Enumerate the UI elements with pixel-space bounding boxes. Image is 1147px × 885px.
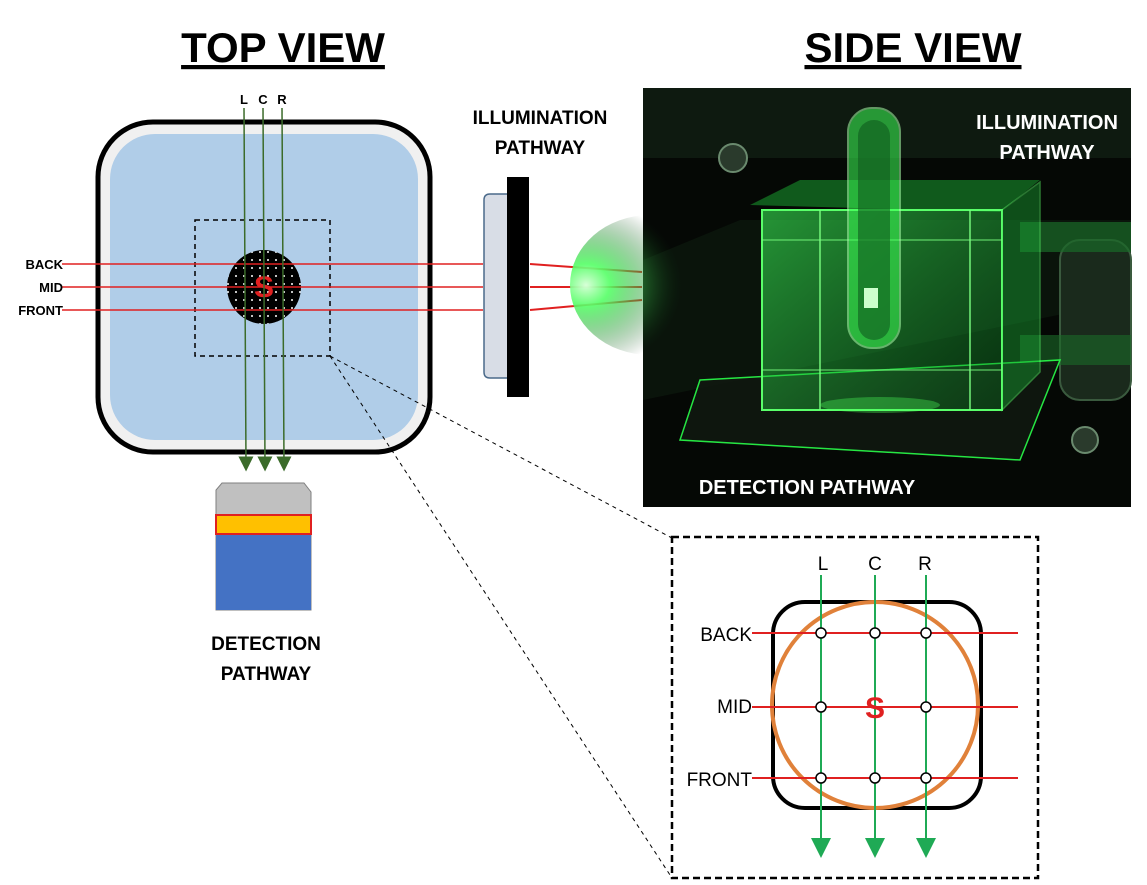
detection-beam-l	[238, 107, 254, 472]
detector-filter	[215, 514, 312, 535]
voxel-front-r	[920, 772, 932, 784]
row-label-mid: MID	[39, 280, 63, 295]
column-label-l: L	[240, 92, 248, 107]
top-detection-beams	[238, 107, 292, 472]
voxel-back-c	[869, 627, 881, 639]
voxel-back-l	[815, 627, 827, 639]
photo-detection-label: DETECTION PATHWAY	[699, 477, 916, 499]
zoom-connector-lower	[329, 355, 673, 879]
zoom-column-label-l: L	[818, 554, 829, 575]
photo-illumination-label-line2: PATHWAY	[999, 142, 1095, 164]
voxel-mid-r	[920, 701, 932, 713]
zoom-column-label-c: C	[868, 554, 882, 575]
zoom-sample-label: S	[865, 692, 885, 725]
row-label-front: FRONT	[18, 303, 63, 318]
side-view-title: SIDE VIEW	[804, 24, 1021, 71]
detection-label-line2: PATHWAY	[221, 664, 312, 685]
top-view-title: TOP VIEW	[181, 24, 385, 71]
zoom-region-box	[194, 219, 331, 357]
illumination-bar	[507, 177, 529, 397]
zoom-inset: S	[670, 535, 1040, 880]
detection-beam-c	[257, 107, 273, 472]
zoom-row-label-mid: MID	[717, 697, 752, 718]
illumination-label-line1: ILLUMINATION	[473, 108, 608, 129]
side-view-photo	[570, 88, 1132, 507]
voxel-back-r	[920, 627, 932, 639]
zoom-column-label-r: R	[918, 554, 932, 575]
illumination-lens	[483, 193, 509, 379]
illumination-label-line2: PATHWAY	[495, 138, 586, 159]
detector	[215, 482, 312, 611]
column-label-r: R	[277, 92, 287, 107]
detector-body	[216, 534, 311, 610]
zoom-connector-upper	[329, 355, 673, 539]
photo-illumination-label-line1: ILLUMINATION	[976, 112, 1118, 134]
column-label-c: C	[258, 92, 268, 107]
voxel-front-c	[869, 772, 881, 784]
zoom-row-label-front: FRONT	[687, 770, 753, 791]
detection-beam-r	[276, 107, 292, 472]
voxel-front-l	[815, 772, 827, 784]
zoom-row-label-back: BACK	[700, 625, 752, 646]
illumination-source	[483, 177, 529, 397]
detection-label-line1: DETECTION	[211, 634, 321, 655]
row-label-back: BACK	[25, 257, 63, 272]
voxel-mid-l	[815, 701, 827, 713]
